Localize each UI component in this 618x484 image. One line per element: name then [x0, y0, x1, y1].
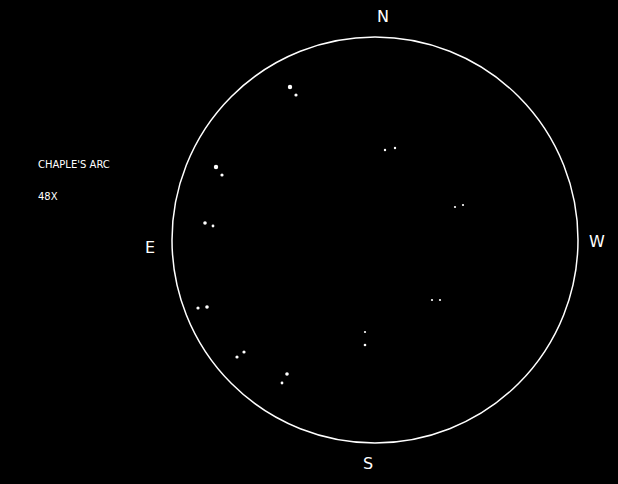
- compass-east: E: [145, 240, 155, 256]
- star-pairs: [196, 85, 464, 385]
- field-circle: [172, 37, 578, 443]
- compass-south: S: [363, 456, 373, 472]
- compass-north: N: [377, 9, 389, 25]
- compass-west: W: [589, 234, 605, 250]
- object-name: CHAPLE'S ARC: [38, 160, 110, 170]
- magnification: 48X: [38, 192, 58, 202]
